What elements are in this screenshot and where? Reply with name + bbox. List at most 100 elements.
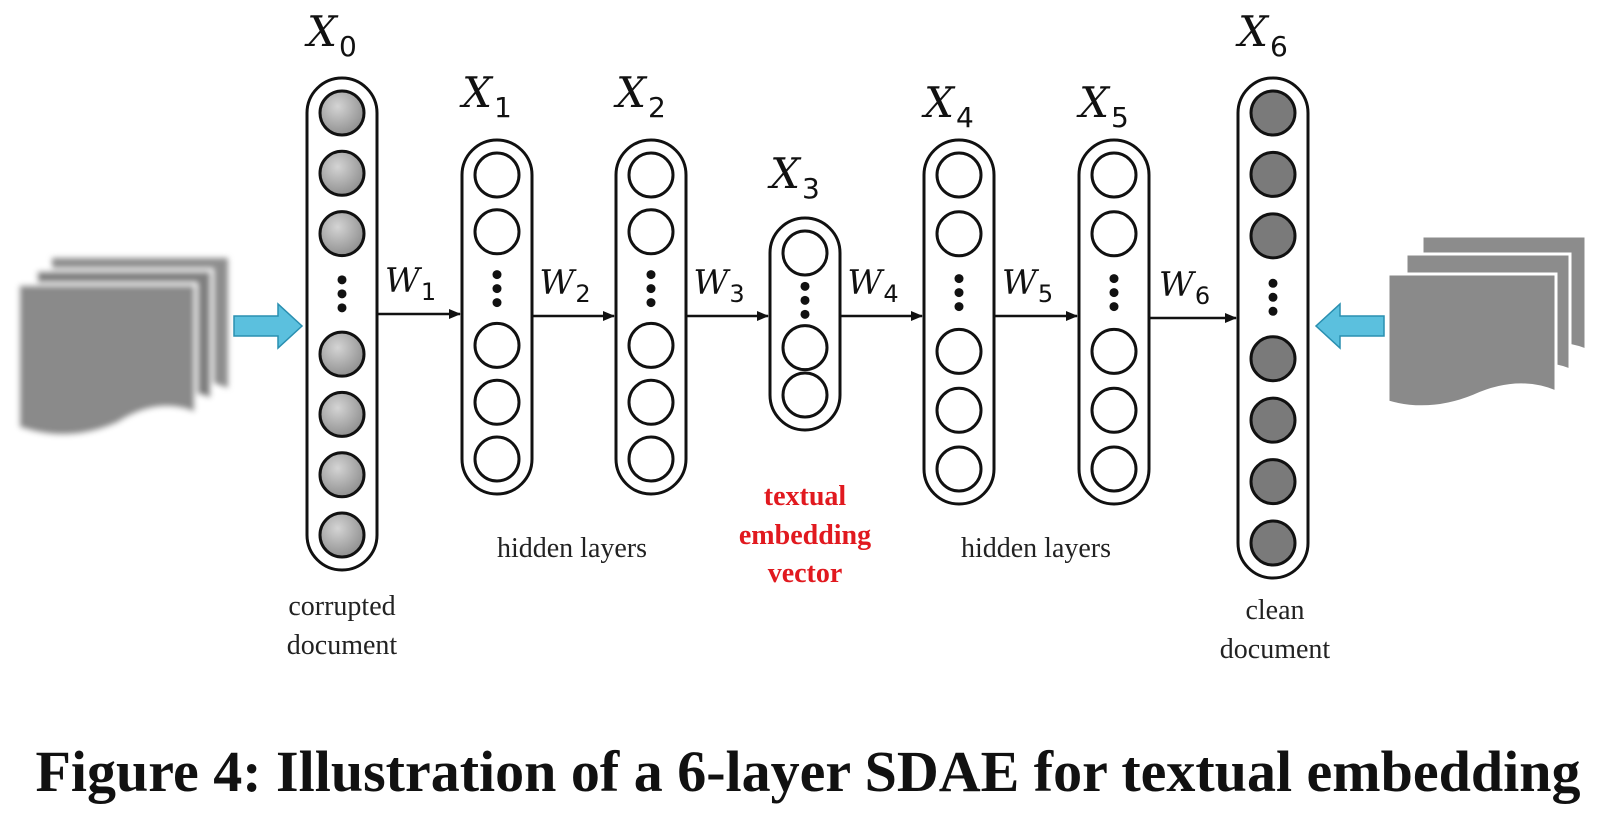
ellipsis-dot — [800, 309, 810, 319]
unit-node — [935, 210, 983, 258]
layer-label-X0: X0 — [304, 7, 357, 63]
unit-node — [1090, 327, 1138, 375]
input-label-line2: document — [287, 630, 398, 661]
ellipsis-dot — [1268, 306, 1278, 316]
unit-node — [1249, 150, 1297, 198]
ellipsis-dot — [800, 295, 810, 305]
unit-node — [781, 324, 829, 372]
unit-node — [318, 210, 366, 258]
ellipsis-dot — [646, 270, 656, 280]
layer-capsule — [305, 76, 379, 572]
unit-node — [935, 151, 983, 199]
ellipsis-dot — [337, 303, 347, 313]
layer-label-X3: X3 — [767, 149, 820, 205]
ellipsis-dot — [492, 298, 502, 308]
figure-caption: Figure 4: Illustration of a 6-layer SDAE… — [35, 739, 1581, 804]
unit-node — [781, 371, 829, 419]
unit-node — [1249, 89, 1297, 137]
unit-node — [627, 151, 675, 199]
ellipsis-dot — [646, 284, 656, 294]
unit-node — [1249, 335, 1297, 383]
ellipsis-dot — [337, 275, 347, 285]
weight-W3: W3 — [686, 263, 769, 321]
unit-node — [1090, 386, 1138, 434]
weight-W4: W4 — [840, 263, 923, 321]
embedding-label-line1: textual — [764, 481, 847, 512]
unit-node — [935, 327, 983, 375]
output-label-line1: clean — [1245, 595, 1304, 626]
output-arrow-icon — [1314, 302, 1385, 350]
unit-node — [1090, 151, 1138, 199]
weight-label: W3 — [693, 263, 744, 308]
unit-node — [627, 435, 675, 483]
corrupted-document-icon — [16, 258, 228, 438]
ellipsis-dot — [1268, 292, 1278, 302]
weight-label: W5 — [1002, 263, 1053, 308]
ellipsis-dot — [1109, 274, 1119, 284]
ellipsis-dot — [1268, 278, 1278, 288]
layer-capsule — [768, 216, 842, 432]
hidden-layers-right-label: hidden layers — [961, 533, 1111, 564]
weight-label: W1 — [385, 261, 436, 306]
unit-node — [473, 435, 521, 483]
weight-W5: W5 — [994, 263, 1078, 321]
unit-node — [935, 386, 983, 434]
weight-label: W4 — [847, 263, 898, 308]
unit-node — [781, 229, 829, 277]
input-label-line1: corrupted — [288, 591, 395, 622]
layer-X2: X2 — [613, 68, 688, 496]
layer-X0: X0 — [304, 7, 379, 572]
hidden-layers-left-label: hidden layers — [497, 533, 647, 564]
ellipsis-dot — [646, 298, 656, 308]
layer-label-X2: X2 — [613, 68, 666, 124]
ellipsis-dot — [800, 281, 810, 291]
unit-node — [318, 330, 366, 378]
unit-node — [318, 451, 366, 499]
weight-label: W6 — [1159, 265, 1210, 310]
layer-X5: X5 — [1076, 78, 1151, 506]
ellipsis-dot — [954, 302, 964, 312]
layer-X3: X3 — [767, 149, 842, 432]
unit-node — [1249, 519, 1297, 567]
ellipsis-dot — [492, 284, 502, 294]
unit-node — [318, 390, 366, 438]
layer-label-X6: X6 — [1235, 7, 1288, 63]
weight-W6: W6 — [1149, 265, 1237, 323]
ellipsis-dot — [1109, 302, 1119, 312]
unit-node — [318, 89, 366, 137]
unit-node — [627, 321, 675, 369]
ellipsis-dot — [1109, 288, 1119, 298]
input-arrow-icon — [233, 302, 304, 350]
layer-X6: X6 — [1235, 7, 1310, 580]
output-label-line2: document — [1220, 634, 1331, 665]
unit-node — [473, 321, 521, 369]
embedding-label-line2: embedding — [739, 520, 871, 551]
unit-node — [318, 511, 366, 559]
unit-node — [627, 208, 675, 256]
unit-node — [318, 149, 366, 197]
ellipsis-dot — [492, 270, 502, 280]
unit-node — [935, 445, 983, 493]
unit-node — [1249, 458, 1297, 506]
clean-document-icon — [1386, 234, 1588, 409]
weight-W1: W1 — [377, 261, 461, 319]
layer-capsule — [1236, 76, 1310, 580]
layer-label-X5: X5 — [1076, 78, 1129, 134]
unit-node — [1249, 212, 1297, 260]
unit-node — [473, 378, 521, 426]
weights-group: W1 W2 W3 W4 W5 W6 — [377, 261, 1237, 323]
ellipsis-dot — [337, 289, 347, 299]
unit-node — [1249, 396, 1297, 444]
unit-node — [1090, 445, 1138, 493]
unit-node — [1090, 210, 1138, 258]
layer-label-X4: X4 — [921, 78, 974, 134]
ellipsis-dot — [954, 274, 964, 284]
weight-W2: W2 — [532, 263, 615, 321]
layer-label-X1: X1 — [459, 68, 512, 124]
unit-node — [473, 151, 521, 199]
layer-X4: X4 — [921, 78, 996, 506]
unit-node — [473, 208, 521, 256]
ellipsis-dot — [954, 288, 964, 298]
